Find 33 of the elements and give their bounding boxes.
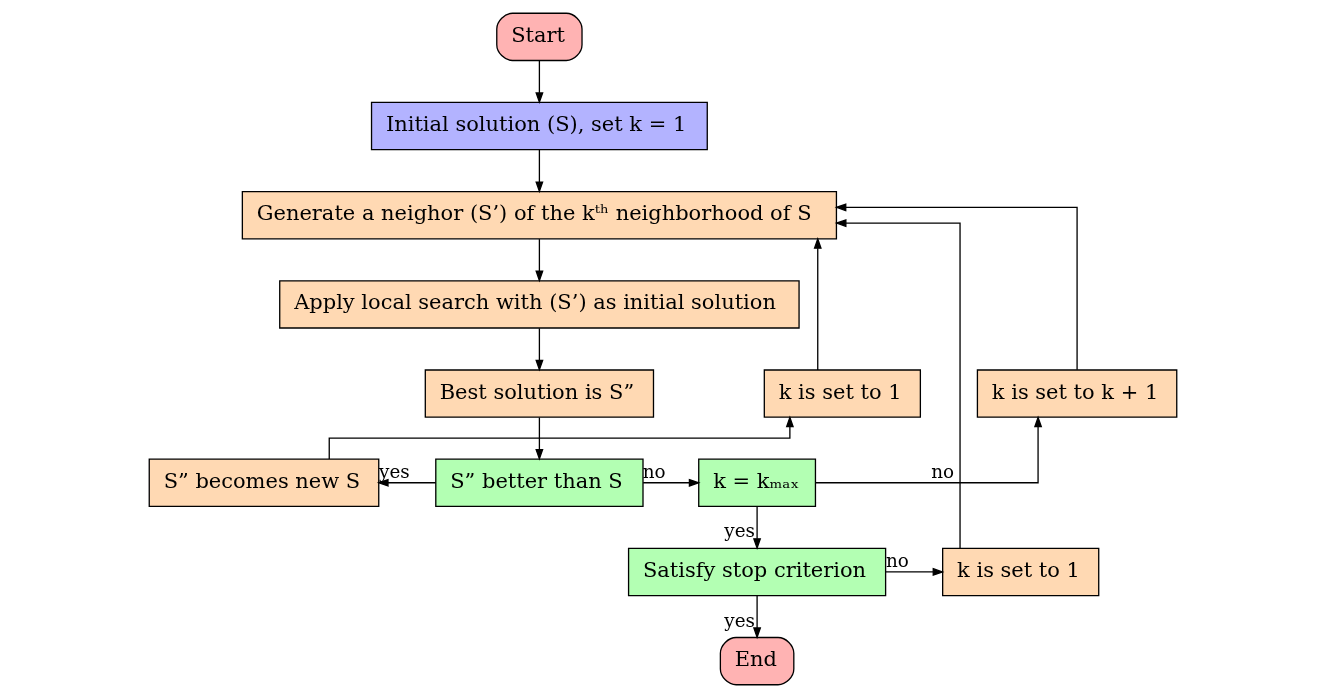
edge-label: yes bbox=[724, 609, 755, 631]
arrow bbox=[752, 595, 762, 640]
node-box: Satisfy stop criterion bbox=[627, 547, 887, 597]
node-box: Best solution is S” bbox=[424, 369, 655, 418]
node-box: Apply local search with (S’) as initial solution bbox=[279, 280, 800, 329]
arrow bbox=[813, 237, 822, 371]
arrow bbox=[834, 218, 961, 549]
node-box: k is set to 1 bbox=[942, 547, 1100, 597]
arrow bbox=[535, 149, 544, 194]
node-box: Generate a neighor (S’) of the kᵗʰ neighborhood of S bbox=[241, 190, 838, 240]
node-box: S” better than S bbox=[435, 458, 644, 508]
arrow bbox=[834, 203, 1078, 371]
node-box: End bbox=[719, 636, 795, 686]
arrow bbox=[885, 567, 945, 577]
node-box: k is set to 1 bbox=[763, 369, 922, 418]
arrow bbox=[752, 506, 762, 550]
node-box: Initial solution (S), set k = 1 bbox=[370, 101, 708, 151]
node-box: k is set to k + 1 bbox=[976, 369, 1178, 418]
arrow bbox=[328, 415, 794, 460]
arrow bbox=[535, 327, 544, 372]
arrow bbox=[815, 415, 1043, 484]
arrow bbox=[535, 238, 544, 283]
node-box: S” becomes new S bbox=[148, 458, 380, 508]
edge-label: no bbox=[885, 549, 909, 571]
node-box: k = kₘₐₓ bbox=[698, 458, 817, 508]
edge-label: no bbox=[931, 460, 955, 482]
node-box: Start bbox=[496, 12, 583, 62]
edge-label: yes bbox=[724, 520, 755, 542]
arrow bbox=[535, 60, 544, 105]
arrow bbox=[376, 478, 437, 487]
arrow bbox=[642, 478, 701, 487]
edge-label: yes bbox=[379, 460, 410, 482]
arrow bbox=[535, 416, 544, 461]
